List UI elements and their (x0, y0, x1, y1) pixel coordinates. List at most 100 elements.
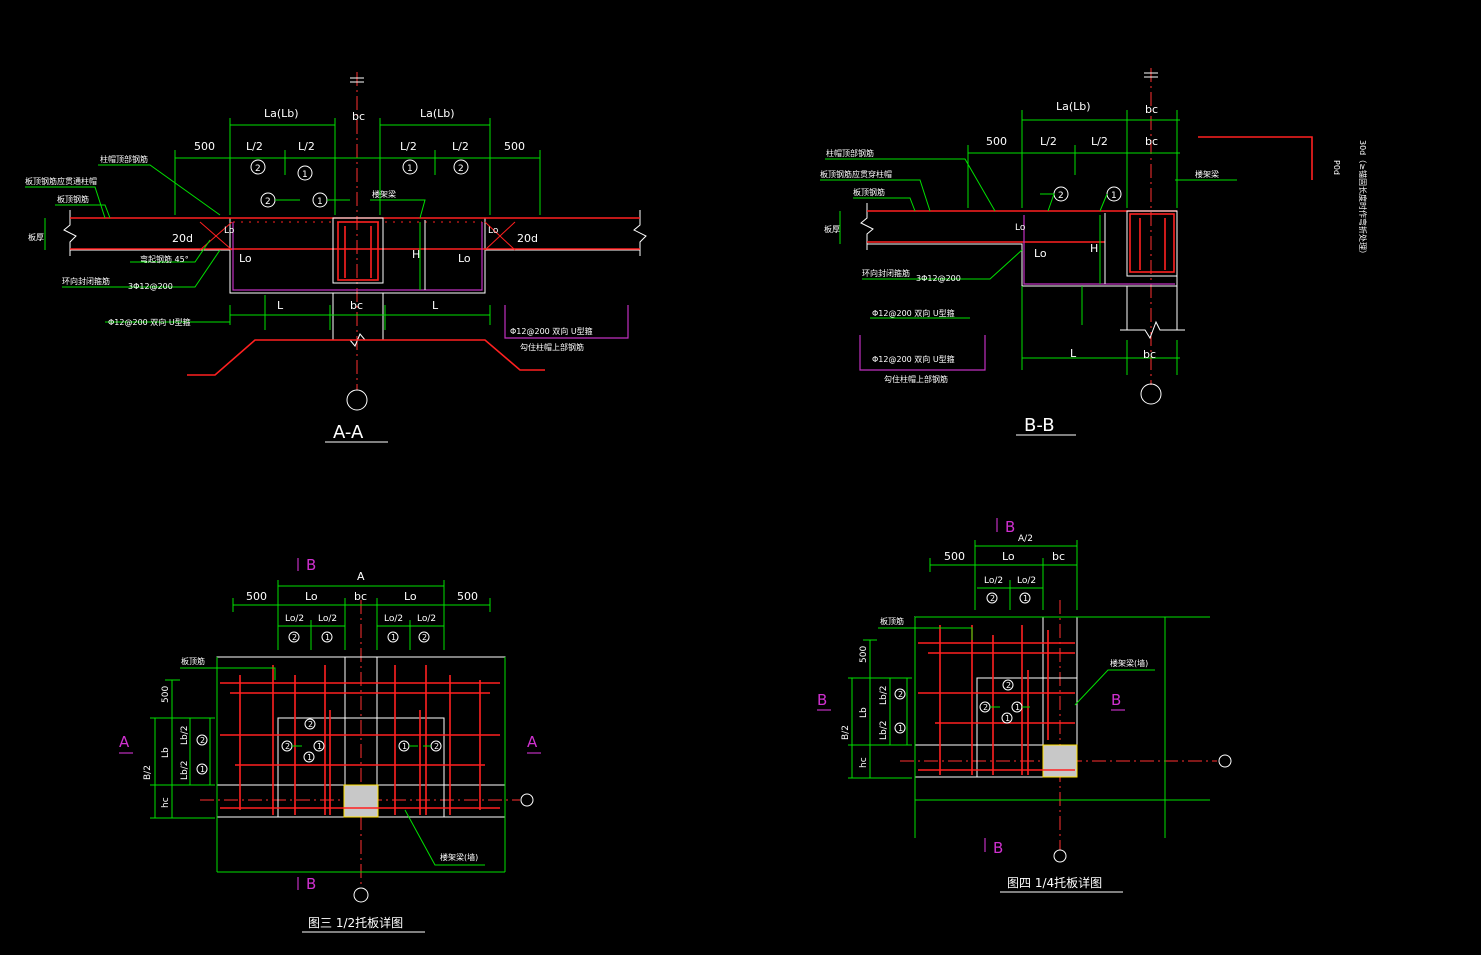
dim-l2-a: L/2 (246, 140, 263, 153)
note-hook: 勾住柱帽上部钢筋 (520, 342, 584, 352)
note-slab-through: 板顶钢筋应贯通柱帽 (25, 176, 97, 186)
cut-p4-b-bottom: B (993, 839, 1003, 857)
note-beam: 楼架梁 (372, 189, 396, 199)
mark-1c: 1 (317, 197, 323, 207)
bb-ext-bar (1198, 136, 1313, 180)
mark-p4-7: 1 (898, 724, 903, 733)
plan3-rebar (220, 665, 500, 815)
note-cap-top-bar: 柱帽顶部钢筋 (100, 154, 148, 164)
note-bb-ring-spec: 3Φ12@200 (916, 274, 961, 283)
title-plan3: 图三 1/2托板详图 (308, 915, 403, 930)
dim-p4-500v: 500 (859, 646, 869, 663)
note-bb-u2: Φ12@200 双向 U型箍 (872, 354, 955, 364)
note-bb-hook: 勾住柱帽上部钢筋 (884, 374, 948, 384)
axis-bubble-b (1140, 383, 1162, 405)
dim-bc-top: bc (352, 110, 365, 123)
mark-p4-4: 1 (1005, 714, 1010, 723)
dim-500-right: 500 (504, 140, 525, 153)
section-aa: La(Lb) La(Lb) bc 500 500 L/2 L/2 L/2 L/2… (25, 72, 647, 443)
title-bb: B-B (1024, 415, 1055, 436)
note-slab-top: 板顶钢筋 (57, 194, 89, 204)
dim-la-right: La(Lb) (420, 107, 455, 120)
plan3-marks (196, 631, 442, 775)
cut-p3-b-top: B (306, 556, 316, 574)
dim-p3-lo2c: Lo/2 (384, 614, 403, 624)
note-u-stirrup: Φ12@200 双向 U型箍 (108, 317, 191, 327)
note-bb-cap-top: 柱帽顶部钢筋 (826, 148, 874, 158)
dim-lo-2: Lo (458, 252, 471, 265)
cut-p3-a-left: A (119, 733, 130, 751)
note-ring-stirrup: 环向封闭箍筋 (62, 276, 110, 286)
note-bb-beam: 楼架梁 (1195, 169, 1219, 179)
note-bb-ring: 环向封闭箍筋 (862, 268, 910, 278)
mark-bb-1: 1 (1111, 191, 1117, 201)
mark-p3-11: 2 (200, 736, 205, 745)
plan3-dims (150, 580, 491, 819)
dim-p4-bc: bc (1052, 550, 1065, 563)
note-p4-beam: 楼架梁(墙) (1110, 658, 1148, 668)
mark-p3-8: 1 (317, 742, 322, 751)
dim-p4-hc: hc (859, 757, 869, 768)
axis-bubble (346, 389, 368, 411)
dim-bb-l: L (1070, 347, 1077, 360)
dim-l-left: L (277, 299, 284, 312)
column (332, 217, 384, 284)
plan4-dims (848, 540, 1078, 779)
mark-p4-5: 1 (1015, 703, 1020, 712)
dim-bb-la: La(Lb) (1056, 100, 1091, 113)
dim-p3-lb2b: Lb/2 (180, 761, 190, 781)
dim-h: H (412, 248, 420, 261)
cut-p3-b-bottom: B (306, 875, 316, 893)
plan-half: A 500 Lo bc Lo 500 Lo/2 Lo/2 Lo/2 Lo/2 5… (119, 556, 541, 933)
mark-p3-12: 1 (200, 765, 205, 774)
dim-lo-4: Lo (488, 226, 499, 236)
section-bb: La(Lb) bc bc 500 L/2 L/2 Lo Lo H L bc P0… (820, 68, 1368, 436)
mark-p3-3: 1 (391, 633, 396, 642)
bb-dimensions (839, 110, 1180, 375)
dim-p4-500: 500 (944, 550, 965, 563)
dim-bb-p0d: P0d (1332, 160, 1341, 175)
dim-20d-left: 20d (172, 232, 193, 245)
title-plan4: 图四 1/4托板详图 (1007, 875, 1102, 890)
dim-bb-h: H (1090, 242, 1098, 255)
dim-p3-lb2a: Lb/2 (180, 726, 190, 746)
plan4-column (1042, 744, 1078, 778)
dim-p3-hc: hc (161, 797, 171, 808)
dim-l2-c: L/2 (400, 140, 417, 153)
dim-p3-a: A (357, 570, 365, 583)
title-aa: A-A (333, 422, 364, 443)
mark-2b: 2 (458, 164, 464, 174)
dim-p4-lo: Lo (1002, 550, 1015, 563)
dim-p3-lo2b: Lo/2 (318, 614, 337, 624)
dim-500-left: 500 (194, 140, 215, 153)
cut-p4-b-top: B (1005, 518, 1015, 536)
dim-p3-b2: B/2 (143, 765, 153, 780)
note-ring-spec: 3Φ12@200 (128, 282, 173, 291)
note-slab-thk: 板厚 (28, 232, 44, 242)
dim-l-right: L (432, 299, 439, 312)
dim-p4-lb2a: Lb/2 (879, 686, 889, 706)
dim-bb-l2b: L/2 (1091, 135, 1108, 148)
mark-2a: 2 (255, 164, 261, 174)
plan3-column (343, 784, 379, 818)
note-p4-slab-top: 板顶筋 (880, 616, 904, 626)
plan4-marks (894, 592, 1031, 734)
dim-p4-lo2b: Lo/2 (1017, 576, 1036, 586)
dim-p4-lo2a: Lo/2 (984, 576, 1003, 586)
cut-p3-a-right: A (527, 733, 538, 751)
dim-bb-lo1: Lo (1034, 247, 1047, 260)
mark-p4-8: 2 (898, 690, 903, 699)
dim-p3-lo1: Lo (305, 590, 318, 603)
dim-bc-bottom: bc (350, 299, 363, 312)
mark-2c: 2 (265, 197, 271, 207)
mark-p3-2: 1 (325, 633, 330, 642)
mark-p3-4: 2 (422, 633, 427, 642)
note-bb-slab-thk: 板厚 (824, 224, 840, 234)
aa-dimensions (44, 118, 541, 330)
note-bb-through: 板顶钢筋应贯穿柱帽 (820, 169, 892, 179)
dim-p3-lb: Lb (161, 747, 171, 758)
dim-p4-lb: Lb (859, 707, 869, 718)
dim-p3-bc: bc (354, 590, 367, 603)
mark-p4-2: 1 (1023, 594, 1028, 603)
dim-bb-l2a: L/2 (1040, 135, 1057, 148)
